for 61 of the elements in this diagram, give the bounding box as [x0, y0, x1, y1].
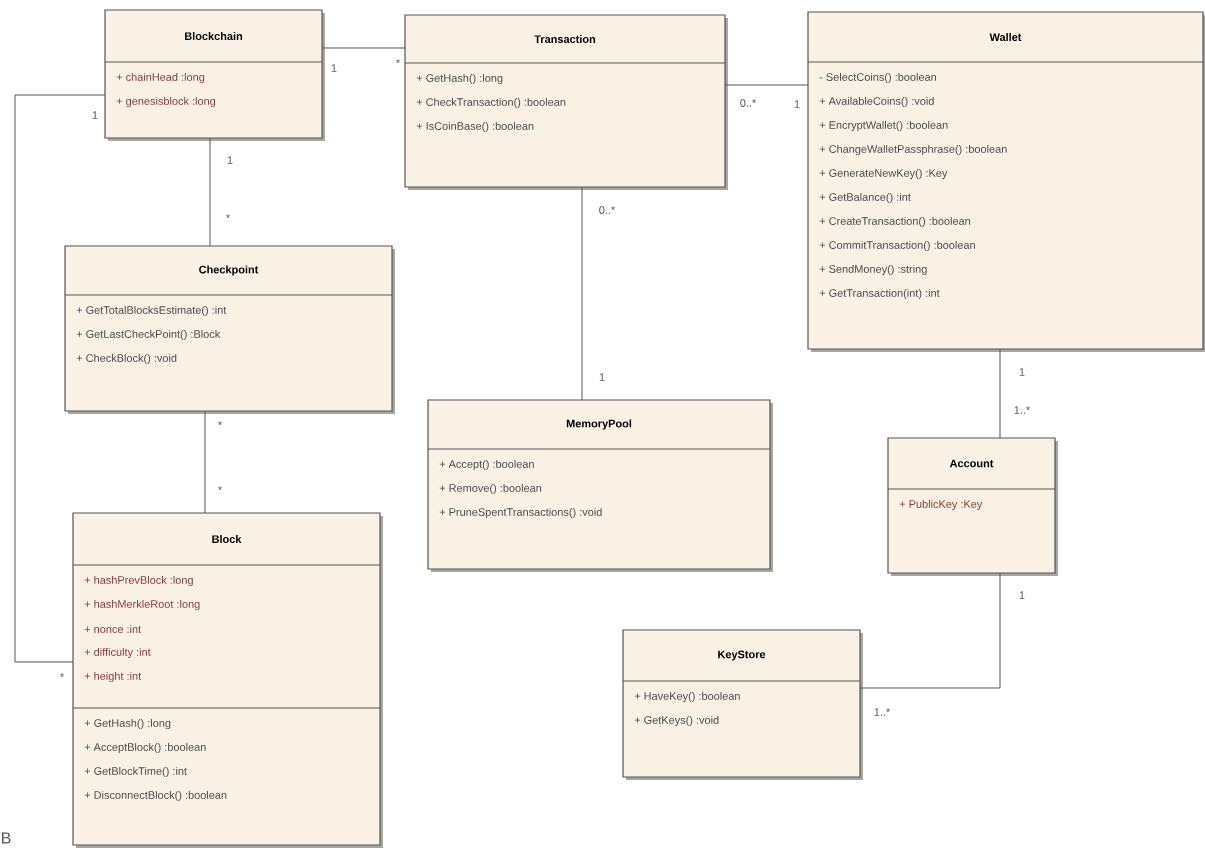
multiplicity-label: 1..* — [874, 708, 891, 716]
class-name: KeyStore — [718, 650, 766, 661]
multiplicity-label: 1 — [599, 373, 605, 381]
class-name: Transaction — [534, 35, 596, 44]
multiplicity-label: 1..* — [1014, 406, 1031, 414]
method-text: + GetHash() :long — [416, 73, 503, 85]
attribute-text: + difficulty :int — [84, 647, 151, 659]
association-line — [724, 84, 809, 86]
method-text: + GetKeys() :void — [634, 715, 719, 727]
method-text: + Accept() :boolean — [439, 459, 534, 471]
multiplicity-label: 1 — [92, 111, 98, 119]
method-text: + Remove() :boolean — [439, 483, 542, 495]
class-name: Account — [949, 459, 994, 468]
method-text: + EncryptWallet() :boolean — [819, 120, 948, 132]
attribute-text: + hashPrevBlock :long — [84, 575, 193, 587]
attribute-text: + genesisblock :long — [116, 96, 216, 108]
method-text: + AcceptBlock() :boolean — [84, 742, 206, 754]
method-text: + CommitTransaction() :boolean — [819, 240, 975, 252]
class-name: Blockchain — [185, 32, 243, 41]
multiplicity-label: * — [226, 214, 230, 219]
method-text: + GetBlockTime() :int — [84, 766, 187, 778]
class-name: Block — [212, 535, 242, 543]
method-text: + CreateTransaction() :boolean — [819, 216, 971, 228]
multiplicity-label: 0..* — [740, 99, 757, 107]
method-text: + HaveKey() :boolean — [634, 691, 740, 703]
method-text: + GetTransaction(int) :int — [819, 288, 940, 300]
method-text: + SendMoney() :string — [819, 264, 927, 276]
attribute-text: + hashMerkleRoot :long — [84, 599, 200, 611]
class-name: MemoryPool — [566, 419, 632, 430]
association-line — [859, 572, 1001, 689]
association-line — [209, 137, 211, 247]
method-text: + PruneSpentTransactions() :void — [439, 507, 602, 519]
class-name: Wallet — [989, 33, 1022, 42]
method-text: + GenerateNewKey() :Key — [819, 168, 948, 180]
method-text: + GetHash() :long — [84, 718, 171, 730]
multiplicity-label: 1 — [1019, 591, 1025, 599]
method-text: + AvailableCoins() :void — [819, 96, 934, 108]
association-line — [14, 94, 106, 663]
multiplicity-label: 1 — [227, 156, 233, 164]
association-line — [321, 47, 406, 49]
association-line — [581, 186, 583, 401]
multiplicity-label: 0..* — [599, 206, 616, 214]
attribute-text: + chainHead :long — [116, 72, 205, 84]
method-text: - SelectCoins() :boolean — [819, 72, 936, 84]
method-text: + GetTotalBlocksEstimate() :int — [76, 305, 227, 317]
association-line — [204, 410, 206, 514]
association-line — [999, 348, 1001, 439]
attribute-text: + PublicKey :Key — [899, 499, 983, 511]
method-text: + IsCoinBase() :boolean — [416, 121, 534, 133]
method-text: + ChangeWalletPassphrase() :boolean — [819, 144, 1007, 156]
attribute-text: + height :int — [84, 671, 142, 683]
multiplicity-label: 1 — [1019, 368, 1025, 376]
class-name: Checkpoint — [199, 265, 259, 276]
method-text: + CheckBlock() :void — [76, 353, 177, 365]
method-text: + DisconnectBlock() :boolean — [84, 790, 227, 802]
method-text: + GetLastCheckPoint() :Block — [76, 329, 221, 341]
method-text: + GetBalance() :int — [819, 192, 911, 204]
attribute-text: + nonce :int — [84, 625, 142, 633]
method-text: + CheckTransaction() :boolean — [416, 97, 566, 109]
multiplicity-label: * — [218, 486, 222, 491]
figure-letter: B — [2, 832, 11, 844]
